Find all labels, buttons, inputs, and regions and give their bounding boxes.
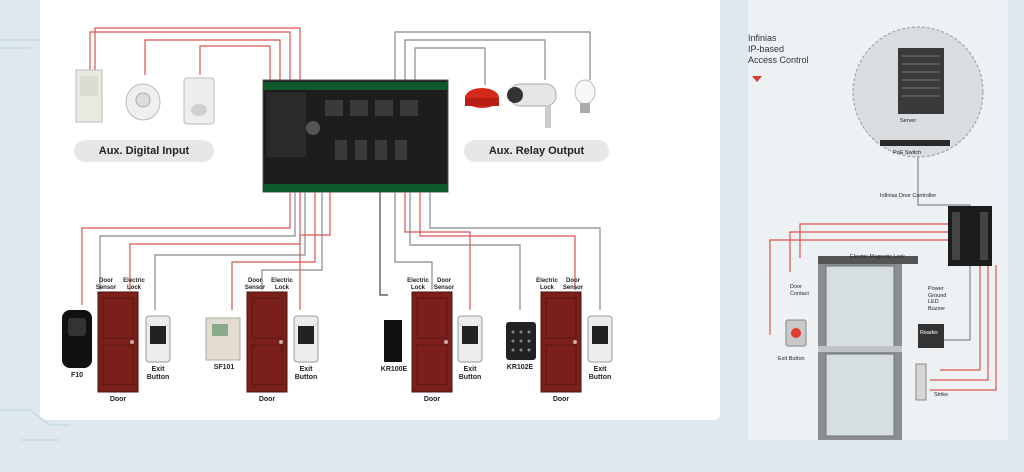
glass-door: [818, 256, 918, 440]
kr102e-reader-device: [506, 322, 536, 360]
door-1: [97, 291, 139, 393]
strike-label: Strike: [934, 392, 949, 398]
door-4-sensor-label: Door Sensor: [562, 278, 584, 291]
door-contact-sensor: [75, 69, 103, 123]
door-2-sensor-label: Door Sensor: [244, 278, 266, 291]
alarm-siren: [465, 88, 499, 108]
exit-button-device-1: [145, 315, 171, 363]
light-bulb: [574, 79, 596, 113]
door-4: [540, 291, 582, 393]
door-1-sensor-label: Door Sensor: [95, 278, 117, 291]
motion-sensor: [183, 77, 215, 125]
door-3-door-label: Door: [423, 396, 441, 403]
door-2-exit-label: Exit Button: [294, 366, 318, 381]
kr100e-reader-device: [384, 320, 402, 362]
door-4-door-label: Door: [552, 396, 570, 403]
red-arrow-icon: [752, 76, 762, 82]
output-wires: [394, 31, 591, 85]
door-2: [246, 291, 288, 393]
door-4-reader-label: KR102E: [506, 364, 534, 371]
door-4-exit-label: Exit Button: [588, 366, 612, 381]
f10-reader-device: [62, 310, 92, 368]
door-wires: [81, 192, 601, 310]
decorative-circuit-lines: [0, 39, 70, 441]
reader-device-right: [918, 324, 944, 348]
door-1-lock-label: Electric Lock: [123, 278, 145, 291]
door-controller-label: Infinias Door Controller: [880, 193, 937, 199]
poe-switch-label: PoE Switch: [893, 150, 922, 156]
maglock-label: Electric Magnetic Lock: [850, 254, 906, 260]
aux-relay-output-label: Aux. Relay Output: [464, 140, 609, 162]
right-title: Infinias IP-based Access Control: [748, 33, 809, 66]
exit-button-device-3: [457, 315, 483, 363]
exit-button-device-right: [785, 319, 807, 347]
door-1-reader-label: F10: [70, 372, 84, 379]
door-4-lock-label: Electric Lock: [536, 278, 558, 291]
aux-digital-input-label: Aux. Digital Input: [74, 140, 214, 162]
right-wires: [769, 157, 997, 391]
exit-button-label-right: Exit Button: [778, 356, 805, 362]
power-ground-label: Power Ground LED Buzzer: [928, 286, 947, 312]
strike-device: [915, 363, 927, 401]
door-3-reader-label: KR100E: [380, 366, 408, 373]
right-title-line-2: IP-based: [748, 44, 785, 54]
door-3-exit-label: Exit Button: [458, 366, 482, 381]
door-1-exit-label: Exit Button: [146, 366, 170, 381]
door-contact-label: Door Contact: [790, 284, 809, 297]
right-title-line-1: Infinias: [748, 33, 777, 43]
reader-label: Reader: [920, 330, 939, 336]
smoke-detector: [125, 83, 161, 121]
sf101-reader-device: [205, 317, 241, 361]
door-2-door-label: Door: [258, 396, 276, 403]
exit-button-device-4: [587, 315, 613, 363]
door-3-sensor-label: Door Sensor: [433, 278, 455, 291]
server-label: Server: [900, 118, 917, 124]
cctv-camera: [507, 83, 557, 128]
door-2-reader-label: SF101: [213, 364, 235, 371]
door-3-lock-label: Electric Lock: [407, 278, 429, 291]
door-3: [411, 291, 453, 393]
door-2-lock-label: Electric Lock: [271, 278, 293, 291]
door-controller-board: [948, 206, 992, 266]
access-controller-board: [262, 79, 449, 193]
exit-button-device-2: [293, 315, 319, 363]
door-1-door-label: Door: [109, 396, 127, 403]
input-wires: [89, 27, 301, 80]
server-circle: [852, 26, 984, 158]
right-title-line-3: Access Control: [748, 55, 809, 65]
